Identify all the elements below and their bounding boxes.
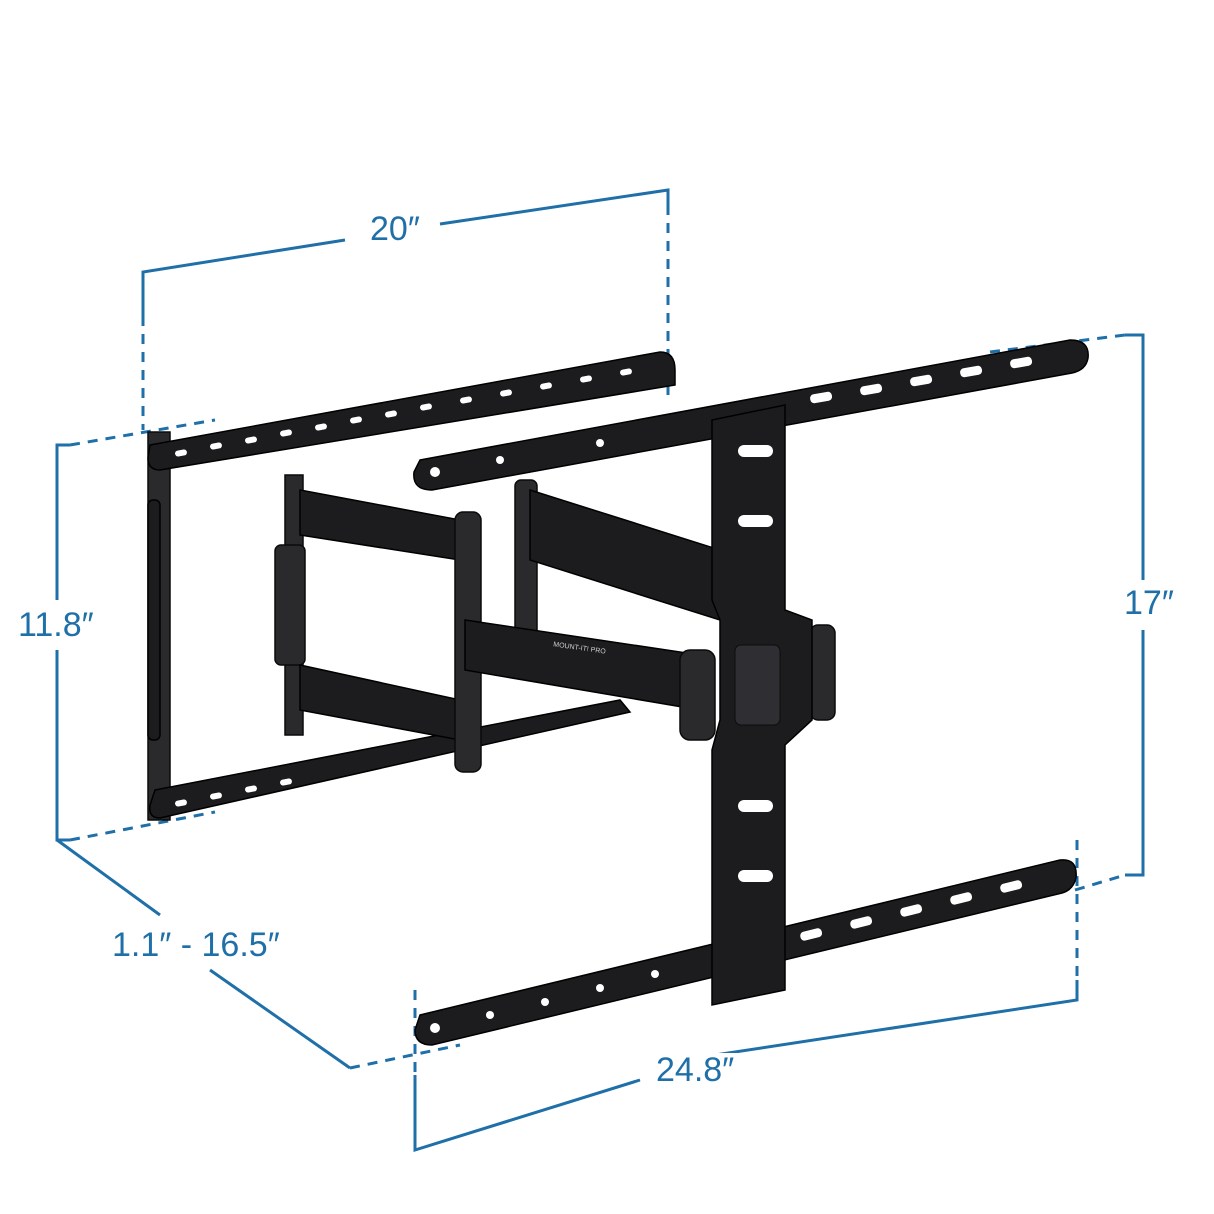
label-extension-range: 1.1″ - 16.5″ — [108, 928, 284, 962]
tv-bracket — [413, 339, 1089, 1046]
dimension-line-bracket-height — [989, 333, 1145, 892]
label-wall-plate-height: 11.8″ — [14, 608, 98, 642]
articulating-arms — [274, 474, 836, 773]
label-bracket-width: 24.8″ — [652, 1053, 739, 1087]
dimension-line-extension — [56, 838, 461, 1070]
label-bracket-height: 17″ — [1120, 586, 1178, 620]
label-wall-plate-width: 20″ — [366, 212, 424, 246]
wall-plate — [147, 351, 676, 821]
dimension-line-wall-width — [141, 188, 670, 430]
